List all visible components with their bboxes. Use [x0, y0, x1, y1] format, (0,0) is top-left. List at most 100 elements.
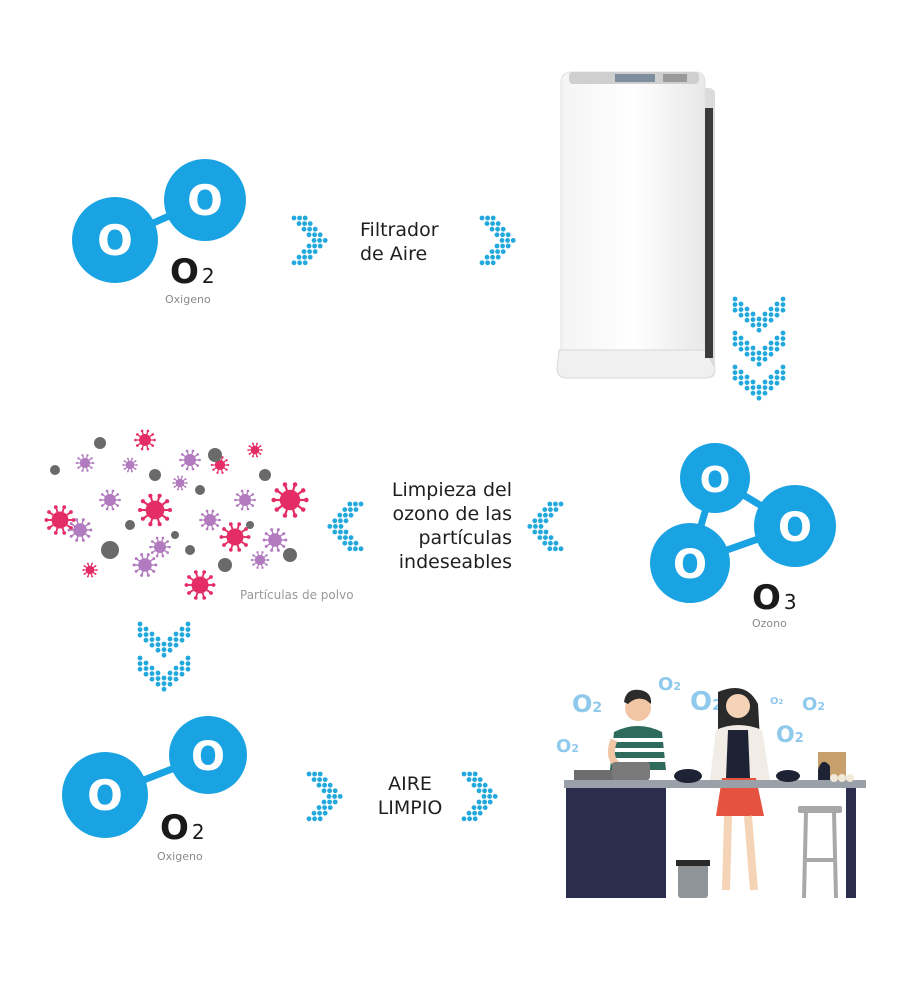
man-figure	[607, 689, 666, 772]
atom-letter: O	[187, 176, 223, 225]
floating-o2-symbol: O	[690, 687, 712, 717]
floating-o2-index: 2	[571, 742, 579, 755]
clean-air-label: AIRE LIMPIO	[370, 772, 450, 820]
virus-particle-icon	[262, 528, 288, 552]
dotted-arrow-left-icon	[527, 501, 564, 552]
virus-particle-icon	[132, 553, 158, 577]
dust-grain	[259, 469, 271, 481]
dust-grain	[185, 545, 195, 555]
air-filter-label: Filtrador de Aire	[360, 218, 439, 266]
floating-o2-symbol: O	[572, 690, 592, 718]
dust-grain	[218, 558, 232, 572]
label-line: de Aire	[360, 243, 428, 265]
virus-particle-icon	[122, 457, 138, 473]
oxygen-atom	[650, 523, 730, 603]
virus-particle-icon	[44, 505, 76, 535]
virus-particle-icon	[134, 429, 156, 451]
svg-text:O2: O2	[658, 674, 681, 695]
floating-o2-index: 2	[817, 700, 825, 713]
atom-letter: O	[191, 734, 225, 780]
atom-letter: O	[97, 216, 133, 265]
virus-particle-icon	[250, 551, 270, 569]
floating-o2-index: 2	[795, 731, 804, 746]
kitchen-counter	[566, 788, 666, 898]
kitchen-scene-illustration: O2 O2 O2 O2 O2 O2 O2	[556, 674, 866, 899]
formula-name: Oxigeno	[157, 850, 203, 863]
dotted-arrow-right-icon	[461, 771, 498, 822]
oxygen-atom	[754, 485, 836, 567]
dust-grain	[195, 485, 205, 495]
label-line: partículas	[418, 527, 512, 549]
dust-grain	[50, 465, 60, 475]
floating-o2-symbol: O	[658, 674, 673, 695]
virus-particle-icon	[219, 522, 251, 552]
virus-particle-icon	[247, 442, 263, 458]
formula-name: Ozono	[752, 617, 787, 630]
woman-figure	[710, 688, 770, 891]
virus-particle-icon	[99, 489, 121, 511]
formula-index: 2	[201, 264, 215, 288]
svg-text:O2: O2	[802, 694, 825, 715]
floating-o2-index: 2	[592, 700, 602, 716]
svg-text:O2: O2	[572, 690, 602, 718]
atom-letter: O	[673, 542, 707, 588]
dust-grain	[283, 548, 297, 562]
o2-molecule-bottom: O O	[62, 716, 247, 838]
formula-symbol: O	[160, 808, 189, 848]
dotted-arrow-right-icon	[291, 215, 328, 266]
virus-particle-icon	[234, 489, 256, 511]
oxygen-atom	[680, 443, 750, 513]
dust-grain	[125, 520, 135, 530]
dotted-arrow-down-icon	[732, 296, 786, 401]
floating-o2-symbol: O	[770, 696, 779, 707]
dust-particles-caption: Partículas de polvo	[240, 588, 354, 602]
floating-o2-symbol: O	[776, 723, 795, 748]
label-line: ozono de las	[392, 503, 512, 525]
label-line: LIMPIO	[377, 797, 443, 819]
dust-grain	[101, 541, 119, 559]
svg-text:O2: O2	[556, 736, 579, 757]
virus-particle-icon	[271, 482, 309, 518]
atom-letter: O	[700, 460, 731, 501]
dust-grain	[149, 469, 161, 481]
atom-letter: O	[778, 505, 812, 551]
oxygen-atom	[169, 716, 247, 794]
dotted-arrow-right-icon	[479, 215, 516, 266]
floating-o2-symbol: O	[802, 694, 817, 715]
virus-particle-icon	[199, 509, 221, 531]
label-line: indeseables	[398, 551, 512, 573]
floating-o2-index: 2	[779, 698, 784, 706]
virus-particle-icon	[137, 493, 173, 527]
dotted-arrow-down-icon	[137, 621, 191, 692]
dotted-arrow-right-icon	[306, 771, 343, 822]
dust-grain	[208, 448, 222, 462]
o2-molecule-top: O O	[72, 159, 246, 283]
dotted-arrow-left-icon	[327, 501, 364, 552]
oxygen-atom	[164, 159, 246, 241]
oxygen-atom	[72, 197, 158, 283]
formula-index: 2	[191, 820, 205, 844]
virus-particle-icon	[82, 562, 98, 578]
air-purifier-image	[556, 71, 716, 379]
atom-letter: O	[87, 771, 123, 820]
svg-text:O2: O2	[770, 696, 784, 707]
svg-text:O2: O2	[776, 723, 804, 748]
virus-particle-icon	[149, 536, 171, 558]
virus-particle-icon	[75, 454, 95, 472]
floating-o2-index: 2	[673, 680, 681, 693]
label-line: AIRE	[388, 773, 432, 795]
dust-grain	[94, 437, 106, 449]
virus-particle-icon	[184, 570, 216, 600]
formula-symbol: O	[752, 578, 781, 618]
floating-o2-symbol: O	[556, 736, 571, 757]
formula-index: 3	[783, 590, 797, 614]
label-line: Limpieza del	[391, 479, 512, 501]
dust-particles-cluster	[44, 429, 309, 600]
dust-grain	[246, 521, 254, 529]
formula-name: Oxigeno	[165, 293, 211, 306]
label-line: Filtrador	[360, 219, 439, 241]
formula-symbol: O	[170, 252, 199, 292]
floating-o2-index: 2	[712, 696, 722, 714]
